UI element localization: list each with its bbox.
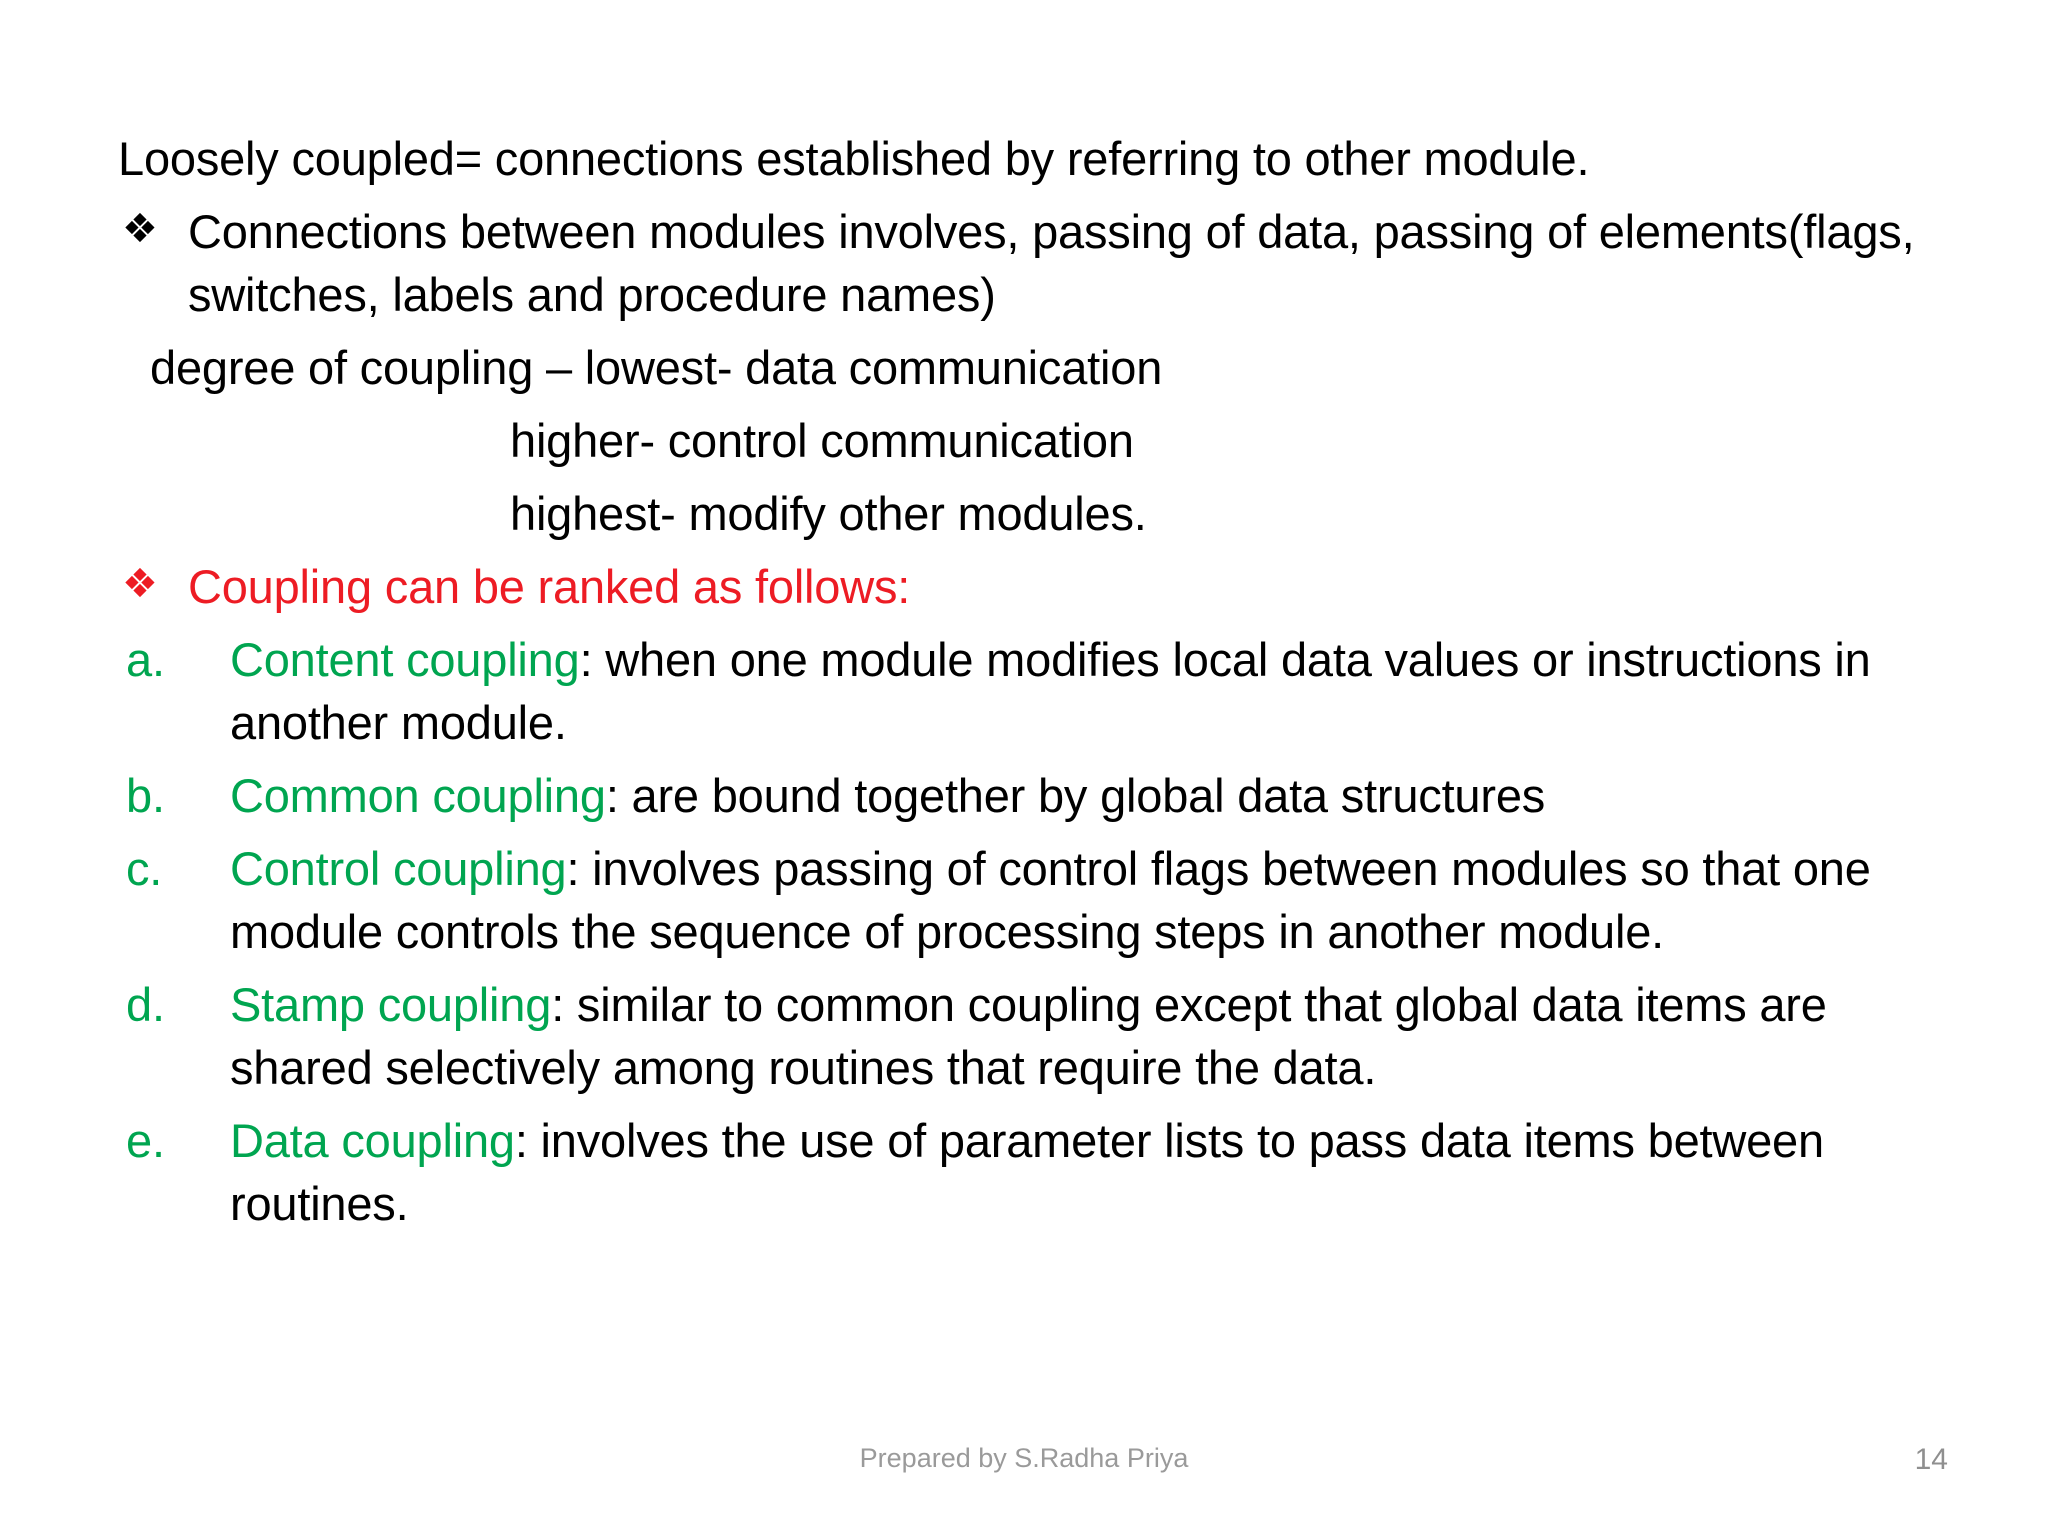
list-item-description: : when one module modifies local data va… <box>230 632 1871 749</box>
list-item-description: : are bound together by global data stru… <box>605 768 1546 822</box>
list-item-common-coupling: b. Common coupling: are bound together b… <box>110 765 1950 828</box>
list-item-term: Control coupling <box>230 841 567 895</box>
line-loosely-coupled: Loosely coupled= connections established… <box>118 132 1590 185</box>
list-marker: d. <box>126 977 165 1031</box>
diamond-bullet-icon: ❖ <box>122 205 158 252</box>
slide-footer: Prepared by S.Radha Priya 14 <box>0 1443 2048 1503</box>
line-degree-of-coupling: degree of coupling – lowest- data commun… <box>150 340 1163 394</box>
list-item-description: : similar to common coupling except that… <box>230 977 1827 1094</box>
list-marker: c. <box>126 841 163 895</box>
list-marker: a. <box>126 632 165 686</box>
slide-body: Loosely coupled= connections established… <box>110 128 1950 1246</box>
list-item-term: Stamp coupling <box>230 977 552 1031</box>
line-highest-modify: highest- modify other modules. <box>510 486 1147 540</box>
list-marker: b. <box>126 768 165 822</box>
bullet-coupling-ranked-label: Coupling can be ranked as follows: <box>188 559 911 613</box>
list-item-control-coupling: c. Control coupling: involves passing of… <box>110 838 1950 964</box>
bullet-coupling-ranked: ❖ Coupling can be ranked as follows: <box>110 556 1950 619</box>
list-item-term: Data coupling <box>230 1113 515 1167</box>
list-item-description: : involves the use of parameter lists to… <box>230 1113 1824 1230</box>
list-item-term: Common coupling <box>230 768 606 822</box>
list-item-stamp-coupling: d. Stamp coupling: similar to common cou… <box>110 974 1950 1100</box>
bullet-connections: ❖ Connections between modules involves, … <box>110 201 1950 327</box>
list-item-data-coupling: e. Data coupling: involves the use of pa… <box>110 1110 1950 1236</box>
diamond-bullet-icon: ❖ <box>122 560 158 607</box>
list-item-description: : involves passing of control flags betw… <box>230 841 1871 958</box>
footer-credit: Prepared by S.Radha Priya <box>859 1443 1189 1473</box>
slide-page-number: 14 <box>1914 1443 1948 1476</box>
list-marker: e. <box>126 1113 165 1167</box>
line-higher-control: higher- control communication <box>510 413 1134 467</box>
bullet-connections-label: Connections between modules involves, pa… <box>188 204 1915 321</box>
list-item-content-coupling: a. Content coupling: when one module mod… <box>110 629 1950 755</box>
list-item-term: Content coupling <box>230 632 580 686</box>
